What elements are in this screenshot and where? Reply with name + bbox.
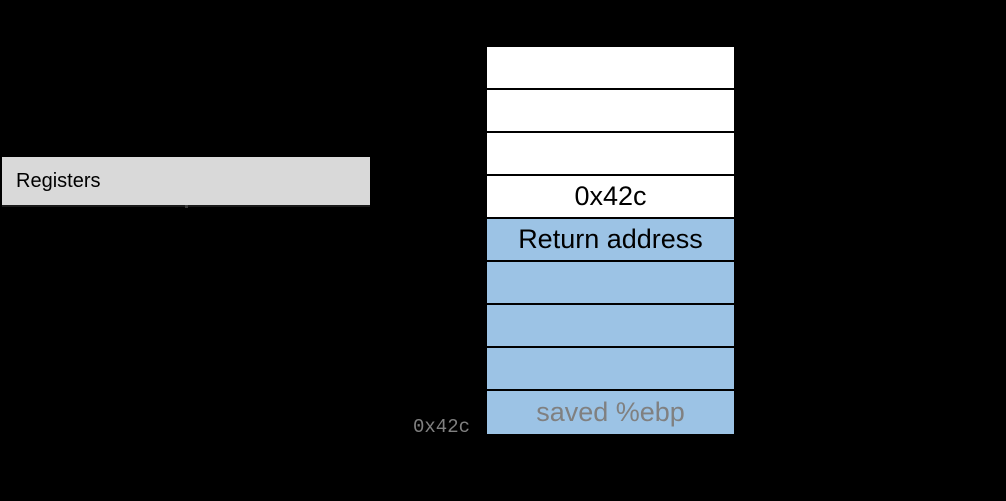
stack-row [487,262,734,305]
frame-pointer-address-annotation: 0x42c [412,416,470,438]
stack-cell-label: saved %ebp [536,397,685,427]
stack-memory-table: 0x42c Return address saved %ebp [485,45,736,436]
registers-panel-label: Registers [16,170,101,192]
stack-row-saved-value: 0x42c [487,176,734,219]
stack-row [487,47,734,90]
stack-row [487,133,734,176]
registers-panel: Registers [2,157,370,205]
stack-row [487,348,734,391]
registers-panel-tick-mark [185,205,188,208]
stack-row [487,305,734,348]
stack-cell-label: 0x42c [574,181,647,211]
stack-row-saved-ebp: saved %ebp [487,391,734,434]
stack-cell-label: Return address [518,224,703,254]
stack-row [487,90,734,133]
stack-row-return-address: Return address [487,219,734,262]
